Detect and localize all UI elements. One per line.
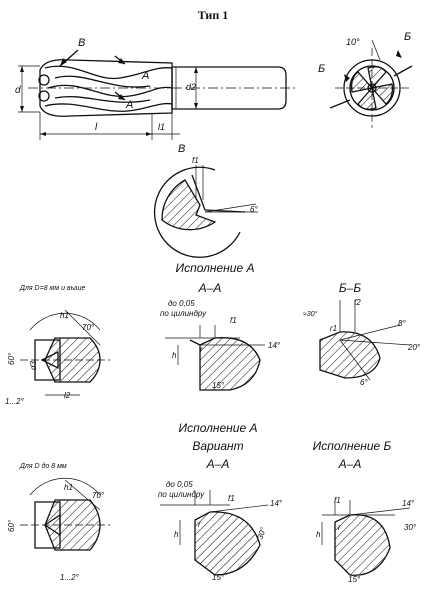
label-h1-upper: h1 (60, 311, 69, 320)
section-aa-1 (165, 325, 265, 391)
label-l2: l2 (64, 391, 71, 400)
label-view-b: B (78, 37, 85, 49)
label-angle-20: 20° (407, 343, 421, 352)
detail-b-view (153, 165, 258, 258)
note-d-up-to-8: Для D до 8 мм (19, 462, 67, 470)
label-tol-005-1: до 0,05 (168, 299, 195, 308)
label-angle-14-aa2: 14° (270, 499, 283, 508)
label-h-aa3: h (316, 530, 321, 539)
label-f1-aa1: f1 (230, 316, 237, 325)
label-r-aa1: r (200, 345, 203, 354)
section-aa-2 (160, 490, 269, 576)
label-po-cil-1: по цилиндру (160, 309, 207, 318)
label-dim-l: l (95, 122, 98, 133)
label-angle-15-aa2: 15° (212, 573, 225, 582)
end-view (329, 39, 413, 128)
label-dim-d: d (15, 85, 21, 96)
label-r-aa3: r (338, 523, 341, 532)
label-angle-15-aa3: 15° (348, 575, 361, 584)
heading-section-bb: Б–Б (339, 281, 361, 295)
label-f1-aa2: f1 (228, 494, 235, 503)
heading-section-aa-3: А–А (338, 457, 362, 471)
tip-detail-upper (20, 309, 110, 396)
label-angle-70-upper: 70° (82, 323, 95, 332)
label-h-aa2: h (174, 530, 179, 539)
label-dim-l1: l1 (158, 122, 165, 132)
label-angle-14-aa3: 14° (402, 499, 415, 508)
label-po-cil-2: по цилиндру (158, 490, 205, 499)
label-dim-d2: d2 (186, 82, 196, 92)
label-angle-60-upper: 60° (7, 352, 16, 365)
label-angle-1-2-lower: 1...2° (60, 573, 80, 582)
label-h-aa1: h (172, 351, 177, 360)
label-angle-30-aa3: 30° (404, 523, 417, 532)
drawing-title: Тип 1 (198, 8, 229, 22)
label-angle-60-lower: 60° (7, 519, 16, 532)
section-bb (319, 300, 411, 381)
label-angle-10: 10° (346, 37, 360, 47)
end-mill-side-view (18, 49, 295, 140)
label-angle-8: 8° (398, 319, 406, 328)
label-section-b-right: Б (404, 31, 411, 43)
label-section-b-left: Б (318, 63, 325, 75)
label-angle-15-aa1: 15° (212, 381, 225, 390)
label-angle-1-2-upper: 1...2° (5, 397, 25, 406)
label-angle-30: ≈30° (303, 310, 318, 318)
label-d3: d3 (29, 361, 38, 370)
tip-detail-lower (20, 478, 110, 551)
label-angle-14-aa1: 14° (268, 341, 281, 350)
label-angle-6-bb: 6° (360, 378, 368, 387)
label-angle-30-aa2: 30° (255, 525, 268, 540)
label-section-a-bottom: A (125, 99, 133, 111)
label-r-aa2: r (198, 520, 201, 529)
heading-variant: Вариант (192, 439, 243, 453)
heading-ispolnenie-b: Исполнение Б (313, 439, 392, 453)
label-h1-lower: h1 (64, 483, 73, 492)
label-r1: r1 (330, 324, 337, 333)
label-section-a-top: A (141, 70, 149, 82)
heading-ispolnenie-a: Исполнение А (176, 261, 255, 275)
label-f2: f2 (354, 298, 361, 307)
heading-section-aa-2: А–А (206, 457, 230, 471)
heading-ispolnenie-a-2: Исполнение А (179, 421, 258, 435)
label-angle-6: 6° (250, 205, 258, 214)
label-tol-005-2: до 0,05 (166, 480, 193, 489)
heading-section-aa-1: А–А (198, 281, 222, 295)
label-f1-detail: f1 (192, 156, 199, 165)
label-angle-70-lower: 70° (92, 491, 105, 500)
section-aa-3 (321, 500, 411, 576)
note-d8-and-above: Для D=8 мм и выше (19, 285, 86, 292)
label-detail-b: B (178, 143, 185, 155)
label-f1-aa3: f1 (334, 496, 341, 505)
